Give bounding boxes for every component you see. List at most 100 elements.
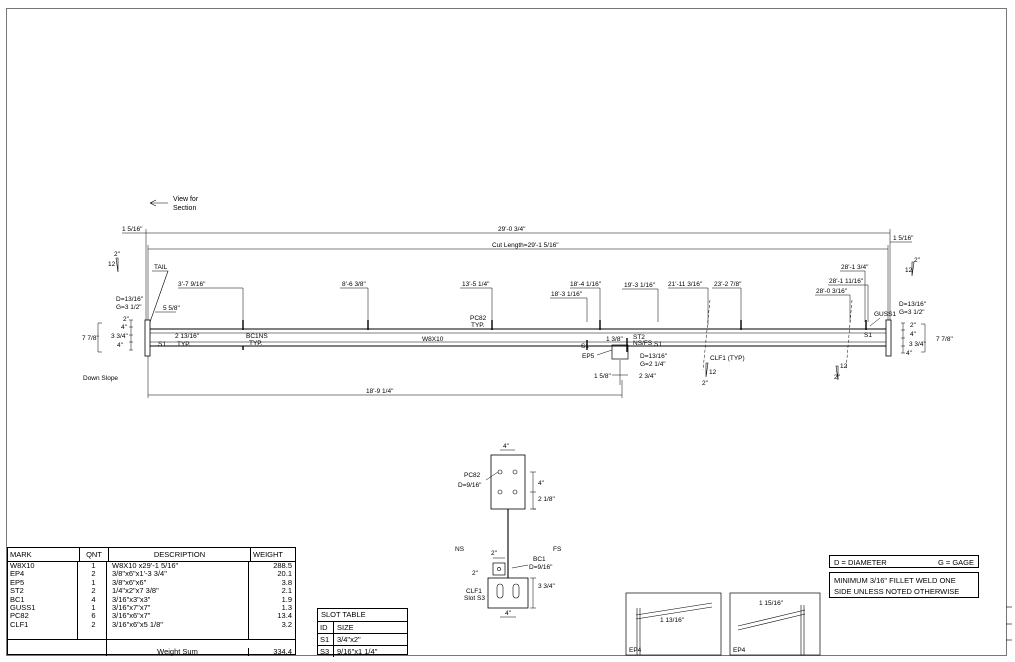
- bom-qnt: 6: [91, 612, 96, 621]
- bom-desc: 3/8"x6"x6": [112, 578, 147, 587]
- slope-left-rise: 2": [114, 251, 121, 258]
- bom-mark: CLF1: [10, 620, 29, 629]
- dim-9: 28'-1 3/4": [841, 264, 869, 271]
- bom-qnt: 4: [91, 595, 96, 604]
- left-2: 2": [123, 316, 130, 323]
- left-g: G=3 1/2": [116, 304, 142, 311]
- left-4: 4": [121, 324, 128, 331]
- ep4-detail-right: 1 15/16" EP4: [729, 592, 821, 656]
- view-label-line1: View for: [173, 196, 199, 203]
- mid-2-3-4: 2 3/4": [639, 373, 656, 380]
- bc1-label: BC1NS: [246, 333, 268, 340]
- member-label: W8X10: [422, 336, 444, 343]
- bom-qnt: 1: [91, 578, 96, 587]
- mid-1-3-8: 1 3/8": [606, 336, 623, 343]
- left-3-3-4: 3 3/4": [111, 333, 128, 340]
- slot-row-2-size: 9/16"x1 1/4": [337, 647, 378, 656]
- note-line-2: SIDE UNLESS NOTED OTHERWISE: [834, 587, 960, 596]
- slope-left-run: 12: [108, 261, 116, 268]
- bom-sum-label: Weight Sum: [107, 647, 249, 656]
- bom-qnt: 2: [91, 570, 96, 579]
- sec-bot-dim: 4": [505, 610, 512, 617]
- bom-weight: 3.8: [281, 578, 292, 587]
- sec-side1: 4": [538, 480, 545, 487]
- mid-ep5: EP5: [582, 353, 595, 360]
- slot-row: S3 9/16"x1 1/4": [318, 646, 407, 657]
- dim-10: 28'-1 11/16": [829, 278, 864, 285]
- mid-d: D=13/16": [640, 353, 668, 360]
- right-2: 2": [910, 322, 917, 329]
- bom-desc: 3/16"x7"x7": [112, 603, 151, 612]
- legend-diameter: D = DIAMETER: [834, 558, 887, 567]
- right-7-7-8: 7 7/8": [936, 336, 953, 343]
- sec-pc82-d: D=9/16": [458, 482, 482, 489]
- ep4-right-dim: 1 15/16": [759, 600, 784, 607]
- bom-sum-row: Weight Sum 334.4: [8, 639, 295, 656]
- sec-2b: 2": [472, 570, 479, 577]
- dim-6: 19'-3 1/16": [624, 282, 656, 289]
- slot-table-header: ID SIZE: [318, 622, 407, 634]
- bom-desc: 3/16"x3"x3": [112, 595, 151, 604]
- left-2-13-16: 2 13/16": [175, 333, 200, 340]
- pc82-typ: TYP.: [471, 322, 485, 329]
- bom-mark: W8X10: [10, 562, 35, 570]
- bom-weight: 13.4: [277, 612, 292, 621]
- bom-qnt: 2: [91, 620, 96, 629]
- bom-qnt: 1: [91, 603, 96, 612]
- pc82-label: PC82: [470, 315, 487, 322]
- notes-box: MINIMUM 3/16" FILLET WELD ONE SIDE UNLES…: [829, 572, 979, 598]
- clf-typ: CLF1 (TYP): [710, 355, 745, 362]
- view-label-line2: Section: [173, 205, 196, 212]
- left-s1: S1: [158, 341, 166, 348]
- ep4-left-dim: 1 13/16": [660, 617, 685, 624]
- bom-desc: 3/8"x6"x1'-3 3/4": [112, 570, 167, 579]
- dim-7: 21'-11 3/16": [668, 281, 703, 288]
- bom-header: MARK QNT DESCRIPTION WEIGHT: [8, 548, 295, 562]
- mid-g: G=2 1/4": [640, 361, 666, 368]
- bom-desc: 1/4"x2"x7 3/8": [112, 587, 159, 596]
- sec-2a: 2": [491, 550, 498, 557]
- left-7-7-8: 7 7/8": [82, 335, 99, 342]
- mid-st2: ST2: [633, 334, 645, 341]
- slot-row: S1 3/4"x2": [318, 634, 407, 646]
- left-5-5-8: 5 5/8": [163, 305, 180, 312]
- slope-mid-run: 12: [709, 369, 717, 376]
- bom-desc: 3/16"x6"x5 1/8": [112, 620, 163, 629]
- sec-clf1: CLF1: [466, 588, 482, 595]
- bom-weight: 1.3: [281, 603, 292, 612]
- bom-mark: EP4: [10, 570, 25, 579]
- dim-4: 18'-4 1/16": [570, 281, 602, 288]
- sec-side2: 2 1/8": [538, 496, 555, 503]
- sec-fs: FS: [553, 546, 562, 553]
- bom-row: EP4 2 3/8"x6"x1'-3 3/4" 20.1: [8, 570, 295, 578]
- left-end-dim: 1 5/16": [122, 226, 143, 233]
- right-d: D=13/16": [899, 301, 927, 308]
- legend-gage: G = GAGE: [937, 558, 974, 567]
- right-s1: S1: [864, 332, 872, 339]
- slot-table-title: SLOT TABLE: [318, 609, 407, 622]
- bom-h-qnt: QNT: [80, 548, 109, 561]
- bom-weight: 20.1: [277, 570, 292, 579]
- bc1-typ: TYP.: [249, 340, 263, 347]
- bom-h-desc: DESCRIPTION: [109, 548, 251, 561]
- overall-dim: 29'-0 3/4": [498, 226, 526, 233]
- sec-pc82: PC82: [464, 472, 481, 479]
- bom-sum-value: 334.4: [273, 646, 292, 656]
- legend-box: D = DIAMETER G = GAGE: [829, 555, 979, 568]
- slope-mid-rise: 2": [702, 380, 709, 387]
- bom-desc: 3/16"x6"x7": [112, 612, 151, 621]
- slope-right-rise: 2": [914, 257, 921, 264]
- sec-slot: Slot S3: [464, 595, 485, 602]
- ep4-left-label: EP4: [629, 647, 642, 654]
- right-end-dim: 1 5/16": [893, 235, 914, 242]
- slot-h-size: SIZE: [337, 623, 354, 632]
- bom-mark: GUSS1: [10, 603, 36, 612]
- bottom-dim: 18'-9 1/4": [366, 388, 394, 395]
- bom-h-weight: WEIGHT: [253, 550, 283, 559]
